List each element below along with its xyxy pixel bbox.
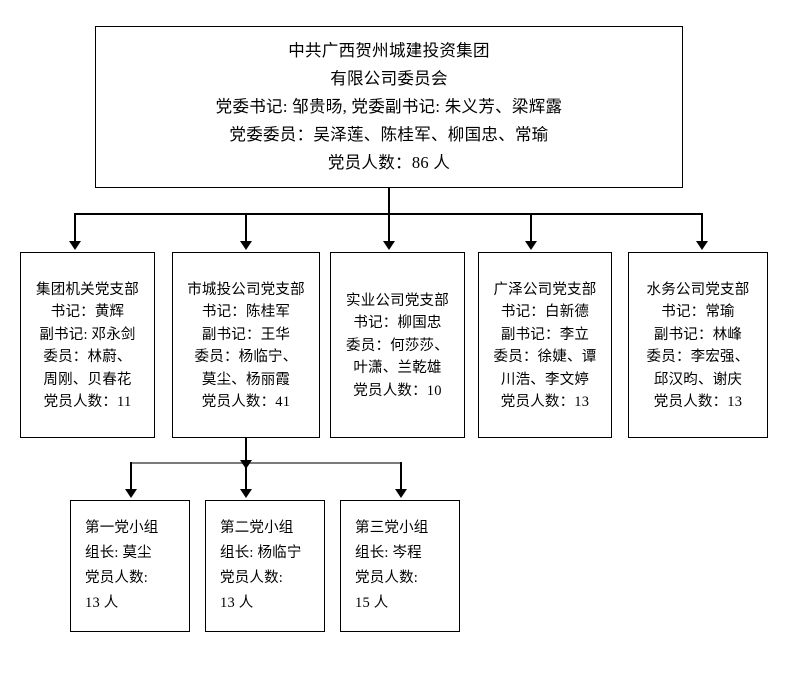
- branch-2-member-count: 党员人数：10: [353, 382, 442, 399]
- branch-4-deputy: 副书记：林峰: [653, 326, 743, 343]
- group-1-leader: 组长: 杨临宁: [220, 545, 302, 561]
- connector-branch-1-drop: [245, 213, 247, 243]
- arrow-branch-2: [383, 241, 395, 250]
- group-1-title: 第二党小组: [220, 520, 294, 536]
- connector-branch-2-drop: [388, 213, 390, 243]
- branch-0-members-a: 委员：林蔚、: [43, 349, 132, 365]
- branch-3-stack: 广泽公司党支部 书记：白新德 副书记：李立 委员：徐婕、谭 川浩、李文婷 党员人…: [479, 255, 611, 437]
- root-line-members: 党委委员：吴泽莲、陈桂军、柳国忠、常瑜: [229, 125, 549, 144]
- connector-branch-4-drop: [701, 213, 703, 243]
- group-0-member-count: 13 人: [85, 595, 119, 611]
- group-2-stack: 第三党小组 组长: 岑程 党员人数: 15 人: [341, 501, 459, 631]
- branch-box-industrial[interactable]: 实业公司党支部 书记：柳国忠 委员：何莎莎、 叶潇、兰乾雄 党员人数：10: [330, 252, 465, 438]
- branch-4-stack: 水务公司党支部 书记：常瑜 副书记：林峰 委员：李宏强、 邱汉昀、谢庆 党员人数…: [629, 255, 767, 437]
- branch-box-group-agency[interactable]: 集团机关党支部 书记：黄辉 副书记: 邓永剑 委员：林蔚、 周刚、贝春花 党员人…: [20, 252, 155, 438]
- connector-branch-3-drop: [530, 213, 532, 243]
- connector-group-2-drop: [400, 462, 402, 491]
- connector-branch1-stem-lower: [245, 462, 247, 491]
- connector-group-0-drop: [130, 462, 132, 491]
- group-2-title: 第三党小组: [355, 520, 429, 536]
- branch-1-title: 市城投公司党支部: [187, 281, 305, 298]
- branch-0-deputy: 副书记: 邓永剑: [39, 326, 136, 343]
- branch-4-members-b: 邱汉昀、谢庆: [653, 371, 743, 388]
- branch-1-secretary: 书记：陈桂军: [201, 304, 291, 320]
- arrow-branch1-to-bus: [240, 460, 252, 469]
- branch-box-water-affairs[interactable]: 水务公司党支部 书记：常瑜 副书记：林峰 委员：李宏强、 邱汉昀、谢庆 党员人数…: [628, 252, 768, 438]
- root-party-committee-box[interactable]: 中共广西贺州城建投资集团 有限公司委员会 党委书记: 邹贵旸, 党委副书记: 朱…: [95, 26, 683, 188]
- branch-3-member-count: 党员人数：13: [500, 394, 590, 410]
- connector-level3-bus: [130, 462, 401, 464]
- branch-4-member-count: 党员人数：13: [653, 394, 743, 410]
- arrow-branch-0: [69, 241, 81, 250]
- group-box-third-party-group[interactable]: 第三党小组 组长: 岑程 党员人数: 15 人: [340, 500, 460, 632]
- group-1-member-label: 党员人数:: [220, 570, 284, 586]
- group-2-member-count: 15 人: [355, 595, 389, 611]
- branch-box-guangze[interactable]: 广泽公司党支部 书记：白新德 副书记：李立 委员：徐婕、谭 川浩、李文婷 党员人…: [478, 252, 612, 438]
- branch-1-members-b: 莫尘、杨丽霞: [201, 371, 291, 388]
- root-line-secretaries: 党委书记: 邹贵旸, 党委副书记: 朱义芳、梁辉露: [215, 97, 563, 116]
- connector-branch-0-drop: [74, 213, 76, 243]
- branch-4-secretary: 书记：常瑜: [661, 304, 735, 320]
- group-0-stack: 第一党小组 组长: 莫尘 党员人数: 13 人: [71, 501, 189, 631]
- connector-root-stem: [388, 188, 390, 214]
- branch-0-member-count: 党员人数：11: [43, 394, 132, 410]
- root-line-member-count: 党员人数：86 人: [327, 153, 451, 172]
- branch-box-city-investment[interactable]: 市城投公司党支部 书记：陈桂军 副书记：王华 委员：杨临宁、 莫尘、杨丽霞 党员…: [172, 252, 320, 438]
- branch-4-members-a: 委员：李宏强、: [646, 349, 750, 365]
- arrow-group-0: [125, 489, 137, 498]
- branch-1-members-a: 委员：杨临宁、: [194, 349, 298, 365]
- connector-branch1-stem: [245, 438, 247, 464]
- branch-1-member-count: 党员人数：41: [201, 394, 291, 410]
- branch-0-secretary: 书记：黄辉: [50, 304, 125, 320]
- group-0-member-label: 党员人数:: [85, 570, 149, 586]
- branch-0-stack: 集团机关党支部 书记：黄辉 副书记: 邓永剑 委员：林蔚、 周刚、贝春花 党员人…: [21, 255, 154, 437]
- branch-2-members-b: 叶潇、兰乾雄: [353, 360, 442, 377]
- group-0-leader: 组长: 莫尘: [85, 545, 152, 561]
- branch-1-stack: 市城投公司党支部 书记：陈桂军 副书记：王华 委员：杨临宁、 莫尘、杨丽霞 党员…: [173, 255, 319, 437]
- group-1-stack: 第二党小组 组长: 杨临宁 党员人数: 13 人: [206, 501, 324, 631]
- arrow-group-2: [395, 489, 407, 498]
- group-2-leader: 组长: 岑程: [355, 545, 422, 561]
- branch-1-deputy: 副书记：王华: [201, 326, 291, 343]
- group-box-second-party-group[interactable]: 第二党小组 组长: 杨临宁 党员人数: 13 人: [205, 500, 325, 632]
- branch-3-members-a: 委员：徐婕、谭: [493, 349, 597, 365]
- branch-0-title: 集团机关党支部: [36, 281, 139, 298]
- branch-3-members-b: 川浩、李文婷: [500, 371, 590, 388]
- branch-4-title: 水务公司党支部: [646, 281, 750, 298]
- branch-2-secretary: 书记：柳国忠: [353, 315, 442, 332]
- branch-3-title: 广泽公司党支部: [493, 281, 597, 298]
- branch-3-deputy: 副书记：李立: [500, 326, 590, 343]
- arrow-branch-1: [240, 241, 252, 250]
- arrow-group-1: [240, 489, 252, 498]
- branch-2-stack: 实业公司党支部 书记：柳国忠 委员：何莎莎、 叶潇、兰乾雄 党员人数：10: [331, 255, 464, 437]
- arrow-branch-3: [525, 241, 537, 250]
- branch-0-members-b: 周刚、贝春花: [43, 371, 132, 388]
- branch-2-title: 实业公司党支部: [346, 292, 449, 309]
- group-1-member-count: 13 人: [220, 595, 254, 611]
- branch-2-members-a: 委员：何莎莎、: [346, 337, 449, 354]
- group-box-first-party-group[interactable]: 第一党小组 组长: 莫尘 党员人数: 13 人: [70, 500, 190, 632]
- root-line-1: 中共广西贺州城建投资集团: [288, 41, 490, 60]
- root-line-2: 有限公司委员会: [330, 69, 448, 88]
- branch-3-secretary: 书记：白新德: [500, 304, 590, 320]
- group-0-title: 第一党小组: [85, 520, 159, 536]
- arrow-branch-4: [696, 241, 708, 250]
- group-2-member-label: 党员人数:: [355, 570, 419, 586]
